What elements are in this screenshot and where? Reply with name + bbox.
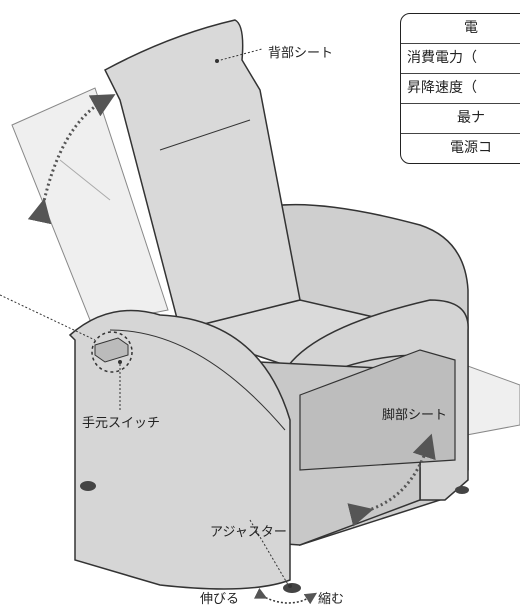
backrest: [104, 19, 301, 331]
legrest-extend-arrow: [347, 433, 436, 527]
spec-row: 最ナ: [401, 103, 520, 133]
spec-row: 電: [464, 20, 478, 36]
leader-lines: [0, 48, 291, 589]
spec-row: 電源コ: [401, 133, 520, 163]
hand-switch-label: 手元スイッチ: [82, 416, 161, 431]
shrink-label: 縮む: [318, 592, 345, 607]
extend-label: 伸びる: [200, 592, 240, 607]
leg-seat-label: 脚部シート: [382, 408, 448, 423]
spec-row: 消費電力（: [401, 43, 520, 73]
spec-row: 昇降速度（: [401, 73, 520, 103]
adjuster-rotate-arrow: [253, 587, 318, 605]
hand-switch: [91, 331, 133, 373]
spec-table: 電 消費電力（ 昇降速度（ 最ナ 電源コ: [400, 13, 520, 164]
back-seat-label: 背部シート: [268, 46, 334, 61]
left-armrest: [68, 309, 291, 590]
adjuster-label: アジャスター: [210, 525, 287, 540]
